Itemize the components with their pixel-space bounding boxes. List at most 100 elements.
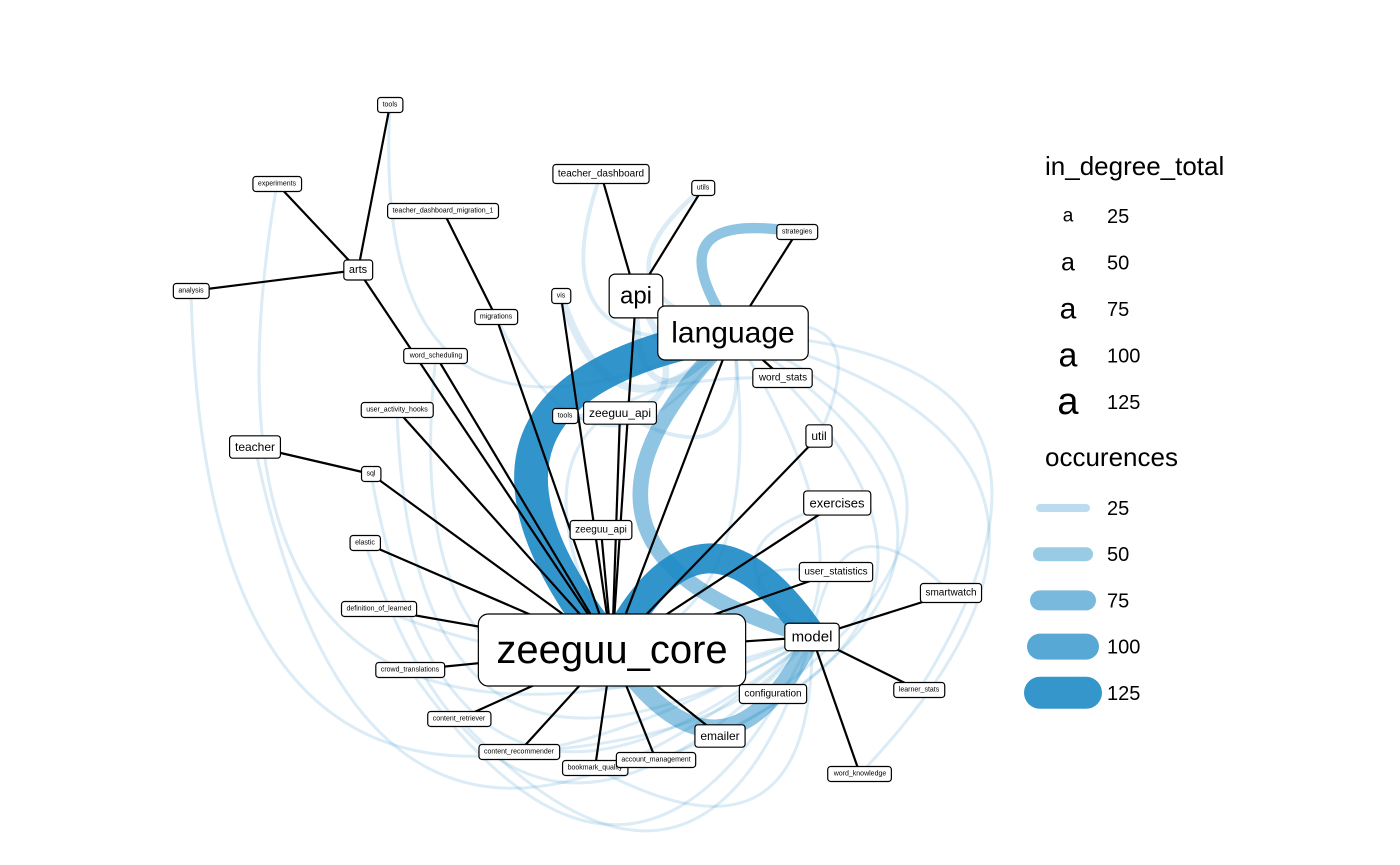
node-box-tools_mid [552,407,579,425]
legend-occurences-label: 50 [1107,544,1129,566]
node-word_scheduling[interactable]: word_scheduling [403,347,468,365]
node-content_recommender[interactable]: content_recommender [478,743,561,761]
dependency-edges [189,103,994,833]
node-box-utils [691,179,716,197]
node-label-migrations: migrations [480,314,513,321]
node-arts[interactable]: arts [343,259,374,281]
node-content_retriever[interactable]: content_retriever [427,710,492,728]
node-box-experiments [252,175,303,193]
node-label-zeeguu_core: zeeguu_core [496,628,727,672]
node-teacher_dashboard_migration_1[interactable]: teacher_dashboard_migration_1 [387,202,500,220]
node-word_stats[interactable]: word_stats [752,367,813,389]
hierarchy-edge-zeeguu_core-migrations [494,316,614,651]
node-teacher[interactable]: teacher [228,435,282,459]
dependency-edge-user_activity_hooks-to-model [395,408,814,720]
node-utils[interactable]: utils [691,179,716,197]
node-box-teacher_dashboard_migration_1 [387,202,500,220]
node-label-tools_top: tools [383,102,398,109]
node-label-experiments: experiments [258,181,297,188]
node-label-crowd_translations: crowd_translations [381,667,440,674]
node-tools_top[interactable]: tools [377,96,404,114]
node-definition_of_learned[interactable]: definition_of_learned [340,600,418,618]
dependency-edge-account_management-to-language [654,331,880,762]
legend-size-glyph: a [1057,381,1079,423]
node-migrations[interactable]: migrations [474,308,519,326]
legend-in-degree-label: 75 [1107,299,1129,321]
node-exercises[interactable]: exercises [803,490,872,516]
node-strategies[interactable]: strategies [776,223,819,241]
node-experiments[interactable]: experiments [252,175,303,193]
node-analysis[interactable]: analysis [172,282,210,300]
node-label-definition_of_learned: definition_of_learned [347,606,412,613]
node-box-content_recommender [478,743,561,761]
node-box-model [784,622,840,652]
node-box-word_knowledge [827,765,892,783]
hierarchy-edge-arts-analysis [190,268,359,293]
node-zeeguu_api_mid[interactable]: zeeguu_api [569,519,633,541]
legend-in-degree-item-25: a 25 [1063,206,1130,229]
node-label-learner_stats: learner_stats [899,687,940,694]
node-label-zeeguu_api_mid: zeeguu_api [575,525,627,536]
node-elastic[interactable]: elastic [349,534,382,552]
legend-size-glyph: a [1059,337,1078,375]
node-sql[interactable]: sql [360,465,382,483]
node-model[interactable]: model [784,622,840,652]
node-learner_stats[interactable]: learner_stats [893,681,946,699]
node-box-language [657,305,809,361]
node-label-language: language [671,317,794,350]
node-label-user_activity_hooks: user_activity_hooks [366,407,428,414]
node-box-user_statistics [798,561,874,583]
legend-in-degree-label: 25 [1107,206,1129,228]
legend-occurences-label: 75 [1107,590,1129,612]
dependency-edge-elastic-to-model [363,541,814,785]
node-zeeguu_core[interactable]: zeeguu_core [477,613,747,687]
node-configuration[interactable]: configuration [738,683,808,705]
node-word_knowledge[interactable]: word_knowledge [827,765,892,783]
legend-size-glyph: a [1061,249,1075,277]
hierarchy-edge-zeeguu_core-arts [357,269,613,651]
node-bookmark_quality[interactable]: bookmark_quality [561,759,629,777]
dependency-edge-model-to-zeeguu_core [597,543,827,665]
node-smartwatch[interactable]: smartwatch [919,582,983,604]
node-user_statistics[interactable]: user_statistics [798,561,874,583]
node-tools_mid[interactable]: tools [552,407,579,425]
legend-in-degree-label: 125 [1107,392,1140,414]
node-crowd_translations[interactable]: crowd_translations [375,661,446,679]
node-label-elastic: elastic [355,540,375,547]
node-label-model: model [792,629,833,646]
dependency-edge-smartwatch-to-model [810,544,953,639]
legend-occurences-label: 125 [1107,683,1140,705]
node-emailer[interactable]: emailer [694,724,746,748]
hierarchy-edge-zeeguu_core-vis [559,295,614,651]
node-zeeguu_api_top[interactable]: zeeguu_api [582,401,658,425]
dependency-edge-crowd_translations-to-model [408,635,814,827]
node-box-word_scheduling [403,347,468,365]
dependency-edge-vis-to-language [557,292,737,393]
node-label-exercises: exercises [810,496,865,511]
node-box-teacher [228,435,282,459]
node-label-word_knowledge: word_knowledge [833,771,887,778]
node-box-emailer [694,724,746,748]
legend-size-glyph: a [1063,206,1074,227]
node-teacher_dashboard[interactable]: teacher_dashboard [552,163,650,185]
node-account_management[interactable]: account_management [615,751,697,769]
node-box-zeeguu_core [477,613,747,687]
node-api[interactable]: api [608,273,664,319]
legend-in-degree-label: 100 [1107,346,1140,368]
node-label-emailer: emailer [700,729,739,743]
node-box-analysis [172,282,210,300]
hierarchy-edge-zeeguu_core-api [610,295,638,651]
node-language[interactable]: language [657,305,809,361]
node-box-configuration [738,683,808,705]
node-box-strategies [776,223,819,241]
node-util[interactable]: util [805,424,833,448]
node-label-content_recommender: content_recommender [484,749,555,756]
node-box-tools_top [377,96,404,114]
dependency-edge-sql-to-model [369,472,814,754]
node-user_activity_hooks[interactable]: user_activity_hooks [360,401,434,419]
node-vis[interactable]: vis [551,287,572,305]
